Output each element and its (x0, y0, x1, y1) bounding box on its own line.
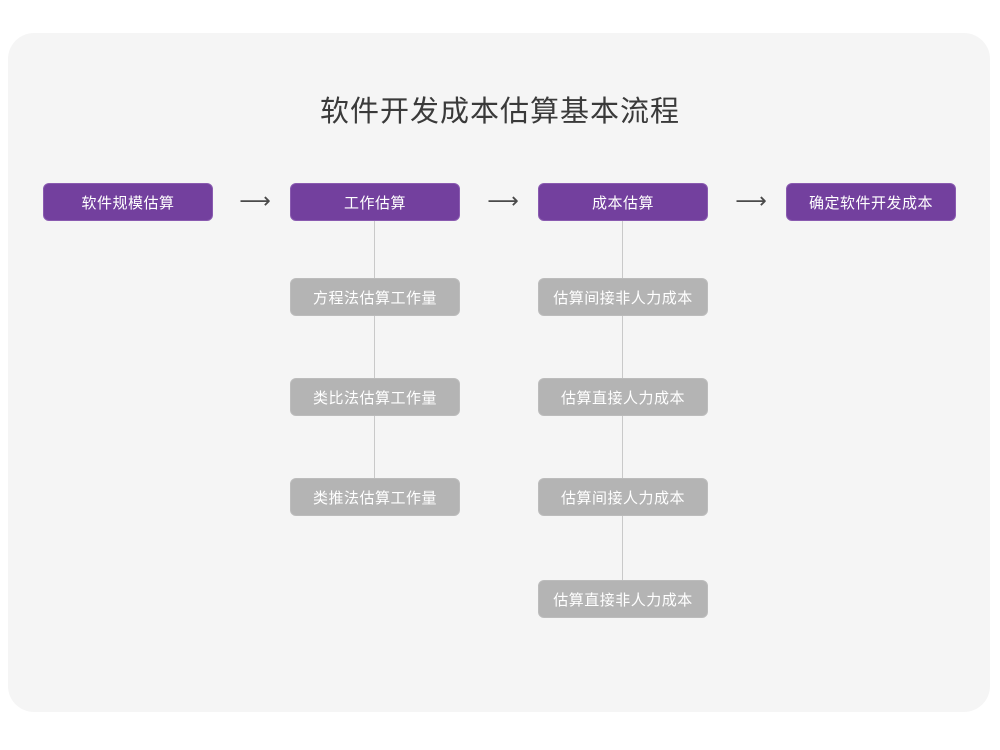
substep-node-direct-nonlabor-cost[interactable]: 估算直接非人力成本 (538, 580, 708, 618)
substep-node-label: 方程法估算工作量 (312, 289, 437, 307)
stage-node-cost-estimation[interactable]: 成本估算 (538, 183, 708, 221)
stage-node-label: 成本估算 (591, 194, 654, 212)
stage-node-work-estimation[interactable]: 工作估算 (290, 183, 460, 221)
stage-node-label: 工作估算 (343, 194, 406, 212)
diagram-card (8, 33, 990, 712)
arrow-right-icon-3: ⟶ (735, 189, 767, 214)
substep-node-label: 估算直接人力成本 (560, 389, 685, 407)
substep-node-label: 类比法估算工作量 (312, 389, 437, 407)
stage-node-label: 确定软件开发成本 (808, 194, 933, 212)
connector-line-work-3 (374, 416, 375, 478)
substep-node-label: 估算直接非人力成本 (553, 591, 693, 609)
stage-node-software-scale-estimation[interactable]: 软件规模估算 (43, 183, 213, 221)
connector-line-cost-4 (622, 516, 623, 580)
connector-line-cost-2 (622, 316, 623, 378)
substep-node-equation-method-workload[interactable]: 方程法估算工作量 (290, 278, 460, 316)
substep-node-label: 估算间接人力成本 (560, 489, 685, 507)
stage-node-label: 软件规模估算 (81, 194, 175, 212)
connector-line-work-1 (374, 221, 375, 278)
connector-line-cost-1 (622, 221, 623, 278)
stage-node-determine-development-cost[interactable]: 确定软件开发成本 (786, 183, 956, 221)
connector-line-work-2 (374, 316, 375, 378)
substep-node-direct-labor-cost[interactable]: 估算直接人力成本 (538, 378, 708, 416)
substep-node-inference-method-workload[interactable]: 类推法估算工作量 (290, 478, 460, 516)
page-title: 软件开发成本估算基本流程 (319, 96, 680, 128)
substep-node-analogy-method-workload[interactable]: 类比法估算工作量 (290, 378, 460, 416)
connector-line-cost-3 (622, 416, 623, 478)
substep-node-label: 估算间接非人力成本 (553, 289, 693, 307)
arrow-right-icon-1: ⟶ (239, 189, 271, 214)
substep-node-indirect-labor-cost[interactable]: 估算间接人力成本 (538, 478, 708, 516)
substep-node-label: 类推法估算工作量 (312, 489, 437, 507)
arrow-right-icon-2: ⟶ (487, 189, 519, 214)
substep-node-indirect-nonlabor-cost[interactable]: 估算间接非人力成本 (538, 278, 708, 316)
